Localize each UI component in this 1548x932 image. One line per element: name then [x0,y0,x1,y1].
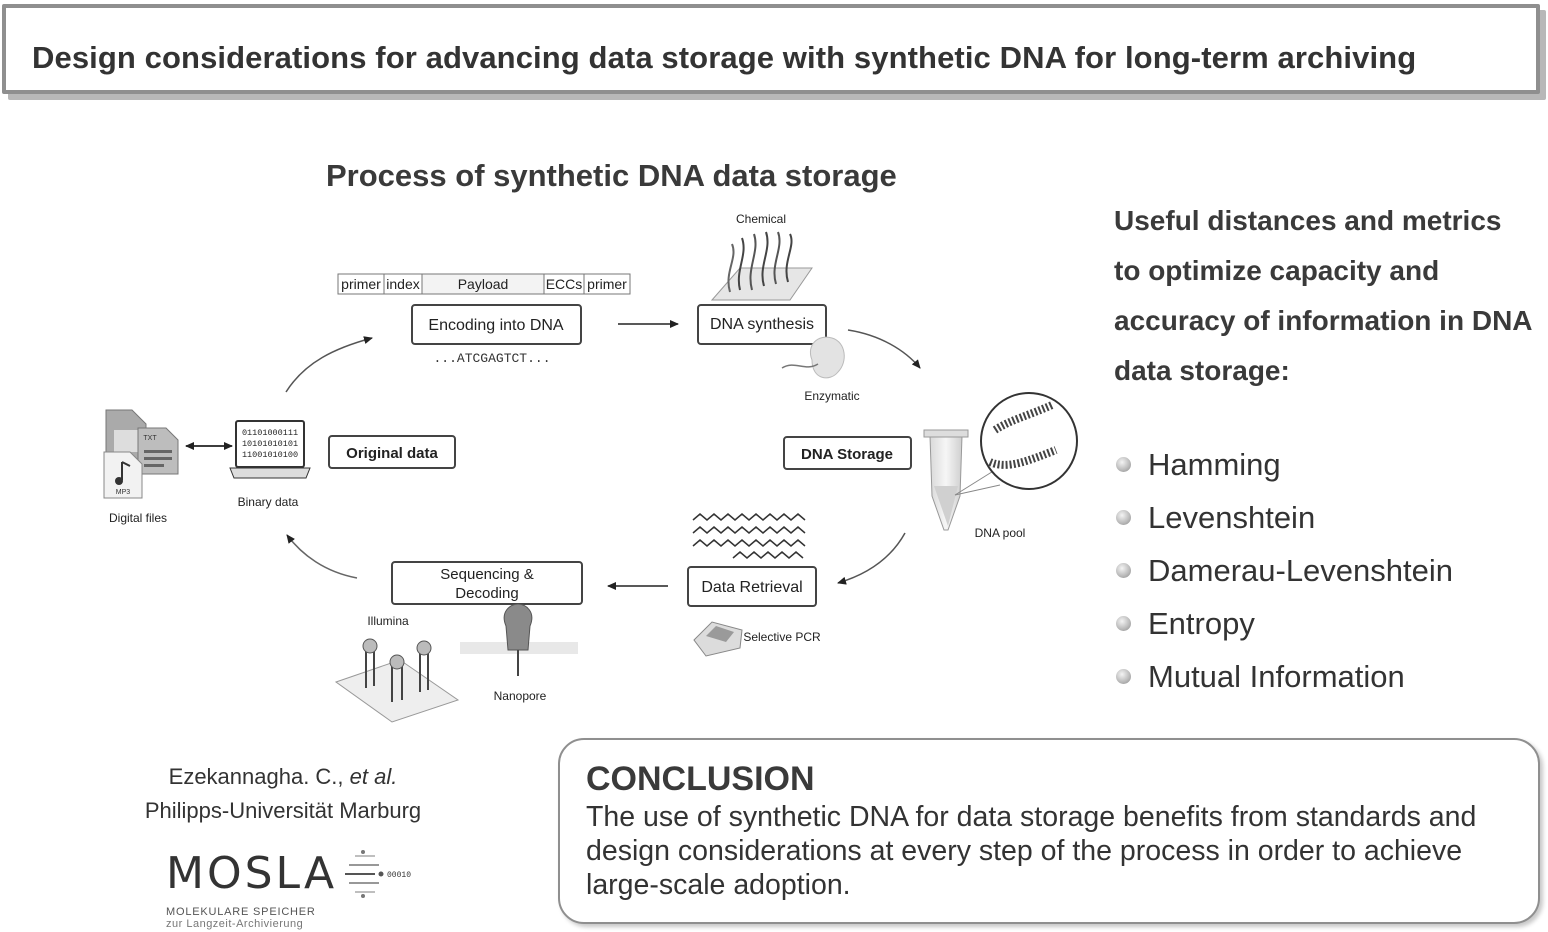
metric-item: Hamming [1116,438,1453,491]
metric-label: Levenshtein [1148,499,1316,535]
binary-row-3: 11001010100 [242,450,298,460]
illumina-label: Illumina [367,614,409,628]
metric-label: Mutual Information [1148,658,1405,694]
author-affiliation: Philipps-Universität Marburg [144,798,422,823]
logo-word: MOSLA [166,848,338,899]
enzymatic-label: Enzymatic [804,389,859,403]
dna-pool-magnifier-icon [954,392,1078,496]
sequence-text: ...ATCGAGTCT... [433,351,550,366]
original-data-label: Original data [346,445,438,462]
sequencing-label-line2: Decoding [455,585,518,602]
segment-payload-label: Payload [458,276,509,292]
process-heading: Process of synthetic DNA data storage [326,158,897,193]
metric-item: Damerau-Levenshtein [1116,544,1453,597]
metric-label: Hamming [1148,446,1281,482]
nanopore-label: Nanopore [494,689,547,703]
metric-label: Damerau-Levenshtein [1148,552,1454,588]
segment-eccs-label: ECCs [546,276,583,292]
segment-primer-right [583,273,631,295]
logo-signal-icon: 00010 [345,850,411,898]
tube-icon [923,429,969,531]
conclusion-box: CONCLUSION The use of synthetic DNA for … [558,738,1540,924]
conclusion-text: The use of synthetic DNA for data storag… [586,801,1477,901]
metric-item: Mutual Information [1116,650,1453,703]
binary-row-1: 01101000111 [242,428,298,438]
bullet-icon [1116,616,1131,631]
author-etal: et al. [349,764,398,789]
chemical-synthesis-icon [710,231,813,301]
retrieval-label: Data Retrieval [701,579,802,596]
arrow-storage-to-retrieval [837,532,906,585]
sequencing-label-line1: Sequencing & [440,566,533,583]
pcr-machine-icon [693,621,743,657]
poster-title: Design considerations for advancing data… [32,40,1417,75]
storage-box [783,436,912,470]
dna-waves-icon [692,513,806,559]
synthesis-label: DNA synthesis [710,316,814,333]
bullet-icon [1116,457,1131,472]
synthesis-box [697,304,827,345]
storage-label: DNA Storage [801,446,893,463]
enzyme-icon [781,336,845,379]
chemical-label: Chemical [736,212,786,226]
strand-segments: primer index Payload ECCs primer [337,273,631,295]
file-tag-txt: TXT [143,435,157,442]
metrics-heading: Useful distances and metrics to optimize… [1114,205,1532,386]
binary-label: Binary data [238,495,299,509]
binary-rows: 01101000111 10101010101 11001010100 [242,428,298,460]
encoding-label: Encoding into DNA [428,317,564,334]
segment-primer-right-label: primer [587,276,627,292]
arrow-sequencing-to-binary [286,534,358,579]
logo-binary: 00010 [387,871,411,880]
metric-label: Entropy [1148,605,1255,641]
encoding-box [411,304,582,345]
author-block: Ezekannagha. C., et al. Philipps-Univers… [128,760,438,828]
illumina-flowcell-icon [334,638,460,723]
pool-label: DNA pool [975,526,1026,540]
sequencing-box [391,561,583,605]
retrieval-box [687,566,817,607]
metric-item: Levenshtein [1116,491,1453,544]
files-label: Digital files [109,511,167,525]
segment-primer-left-label: primer [341,276,381,292]
conclusion-heading: CONCLUSION [586,760,815,798]
bullet-icon [1116,563,1131,578]
file-tag-mp3: MP3 [116,489,131,496]
metrics-list: Hamming Levenshtein Damerau-Levenshtein … [1116,438,1453,703]
logo-subtitle-2: zur Langzeit-Archivierung [166,918,304,930]
title-banner: Design considerations for advancing data… [2,4,1540,94]
arrow-binary-to-encoding [285,336,373,393]
pcr-label: Selective PCR [743,630,821,644]
bullet-icon [1116,669,1131,684]
laptop-icon [229,420,311,479]
author-name: Ezekannagha. C., [168,764,350,789]
arrow-synthesis-to-storage [847,329,921,369]
author-line: Ezekannagha. C., et al. [128,760,438,794]
metric-item: Entropy [1116,597,1453,650]
bullet-icon [1116,510,1131,525]
digital-files-icon [103,409,179,499]
logo-subtitle-1: MOLEKULARE SPEICHER [166,906,316,918]
nanopore-icon [460,603,578,676]
original-data-box [328,435,456,469]
mosla-logo: MOSLA 00010 MOLEKULARE SPEICHER zur Lang… [166,848,421,930]
binary-row-2: 10101010101 [242,439,298,449]
segment-index-label: index [386,276,419,292]
